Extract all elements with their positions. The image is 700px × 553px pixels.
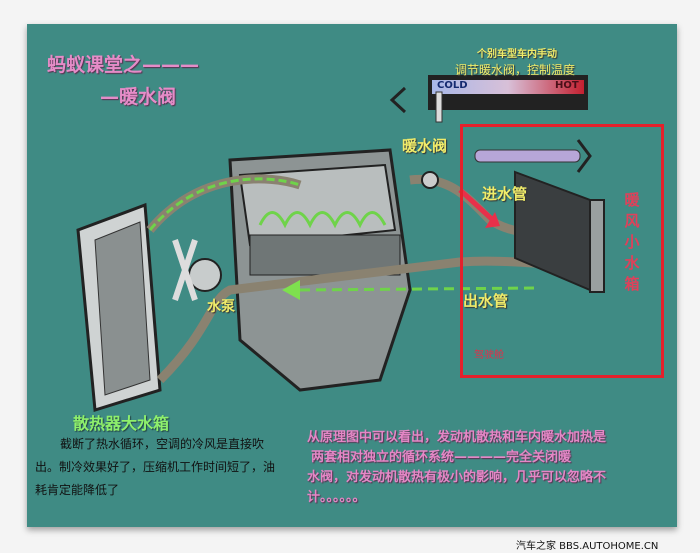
heater-core-highlight — [460, 124, 664, 378]
title-line1: 蚂蚁课堂之——— — [47, 54, 200, 76]
temperature-slider — [389, 75, 588, 123]
radiator-graphic — [76, 202, 162, 412]
label-radiator: 散热器大水箱 — [73, 414, 170, 433]
label-outlet: 出水管 — [463, 292, 509, 310]
title-line2: —暖水阀 — [100, 86, 177, 108]
inlet-arrow — [485, 212, 500, 228]
label-heater-core: 暖风小水箱 — [624, 191, 640, 293]
label-valve: 暖水阀 — [402, 137, 448, 155]
engine-block — [228, 148, 412, 392]
right-text-line4: 计。。。。。。 — [307, 490, 366, 505]
slider-handle — [435, 91, 443, 123]
left-text-line1: 截断了热水循环，空调的冷风是直接吹 — [60, 437, 265, 451]
right-text-line3: 水阀，对发动机散热有极小的影响，几乎可以忽略不 — [307, 470, 607, 485]
slider-cold-label: COLD — [437, 80, 468, 91]
label-cabin: 驾驶舱 — [474, 350, 504, 361]
left-text-line2: 出。制冷效果好了，压缩机工作时间短了，油 — [35, 460, 276, 474]
return-arrow — [282, 280, 300, 300]
label-inlet: 进水管 — [482, 185, 528, 203]
heater-core — [514, 170, 605, 293]
right-text-line2: 两套相对独立的循环系统————完全关闭暖 — [311, 450, 572, 465]
valve-graphic — [421, 171, 439, 189]
fan — [172, 239, 198, 301]
note-line1: 个别车型车内手动 — [477, 49, 557, 60]
watermark: 汽车之家 BBS.AUTOHOME.CN — [516, 541, 659, 552]
right-text-line1: 从原理图中可以看出，发动机散热和车内暖水加热是 — [307, 430, 607, 445]
label-pump: 水泵 — [207, 299, 235, 315]
note-line2: 调节暖水阀，控制温度 — [455, 63, 576, 77]
left-text-line3: 耗肯定能降低了 — [35, 483, 120, 497]
air-flow-arrow — [474, 149, 581, 163]
slider-hot-label: HOT — [555, 80, 579, 91]
water-pump — [188, 258, 222, 292]
